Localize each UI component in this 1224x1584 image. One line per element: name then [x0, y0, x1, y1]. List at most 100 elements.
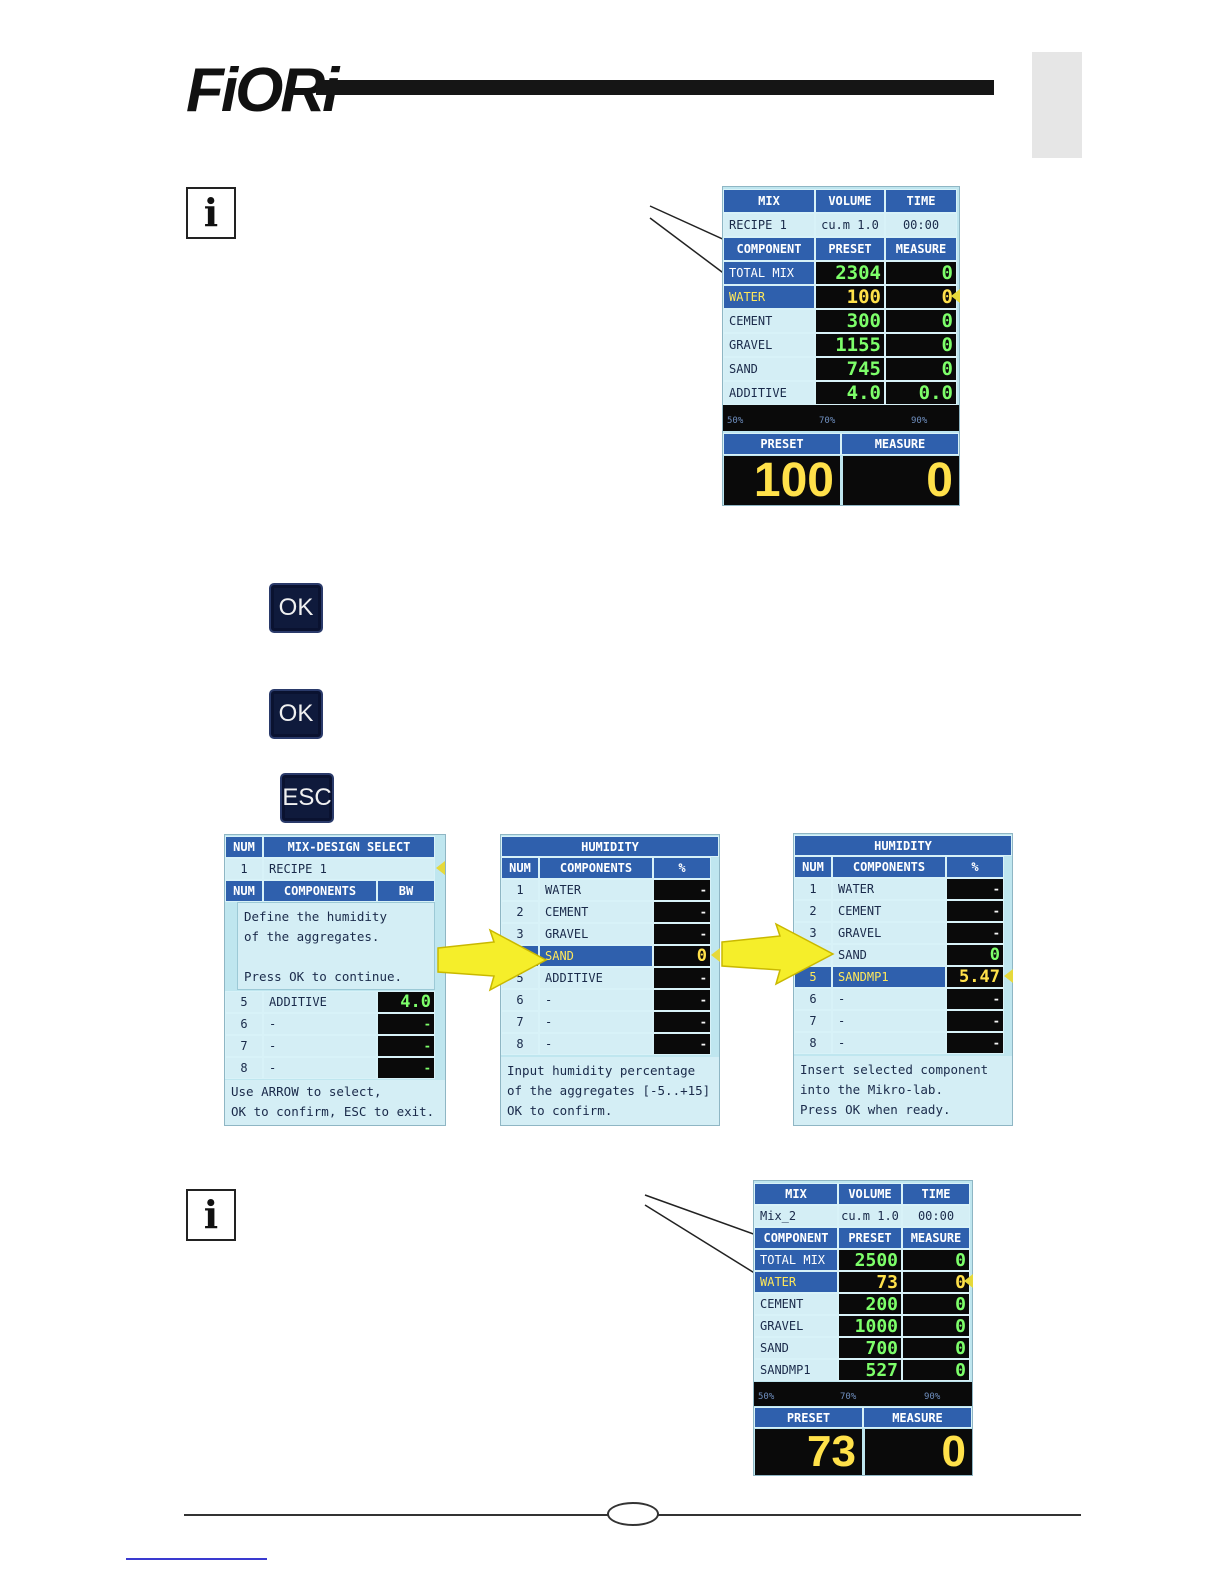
mix-design-header: MIX-DESIGN SELECT: [263, 836, 435, 858]
component-name: GRAVEL: [832, 922, 946, 944]
row-num: 1: [794, 878, 832, 900]
big-measure-value: 0: [865, 1427, 972, 1475]
component-name: -: [539, 989, 653, 1011]
measure-header: MEASURE: [902, 1227, 970, 1249]
table-row: 6 - -: [794, 988, 1012, 1010]
flow-arrow-icon: [437, 928, 548, 992]
component-name: ADDITIVE: [723, 381, 815, 405]
component-name: CEMENT: [754, 1293, 838, 1315]
humidity-value: -: [653, 923, 711, 945]
measure-value: 0: [902, 1249, 970, 1271]
table-row: 3 GRAVEL -: [501, 923, 719, 945]
volume-value: cu.m 1.0: [815, 213, 885, 237]
big-preset-header: PRESET: [723, 433, 841, 455]
ok-key-icon: OK: [269, 583, 323, 633]
mix-design-select-screen: NUM MIX-DESIGN SELECT 1 RECIPE 1 NUM COM…: [224, 834, 446, 1126]
measure-value: 0: [902, 1359, 970, 1381]
component-name: -: [539, 1011, 653, 1033]
row-num: 5: [794, 966, 832, 988]
measure-value: 0: [885, 309, 957, 333]
component-name: SAND: [754, 1337, 838, 1359]
preset-value: 527: [838, 1359, 902, 1381]
measure-value: 0: [885, 285, 957, 309]
table-row: SAND 745 0: [723, 357, 959, 381]
row-num: 8: [794, 1032, 832, 1054]
mix-header: MIX: [723, 189, 815, 213]
measure-header: MEASURE: [885, 237, 957, 261]
row-num: 6: [225, 1013, 263, 1035]
table-row: 1 WATER -: [501, 879, 719, 901]
percent-header: %: [653, 857, 711, 879]
humidity-value: -: [946, 1010, 1004, 1032]
page-number-oval: [607, 1502, 659, 1526]
section-tab: [1032, 52, 1082, 158]
humidity-value: -: [946, 900, 1004, 922]
table-row: 6 - -: [501, 989, 719, 1011]
table-row: 7 - -: [794, 1010, 1012, 1032]
preset-value: 100: [815, 285, 885, 309]
volume-value: cu.m 1.0: [838, 1205, 902, 1227]
measure-value: 0: [902, 1293, 970, 1315]
table-row: 2 CEMENT -: [501, 901, 719, 923]
esc-key-icon: ESC: [280, 773, 334, 823]
table-row: 5 SANDMP1 5.47: [794, 966, 1012, 988]
component-name: -: [832, 1032, 946, 1054]
progress-scale: 50% 70% 90%: [754, 1382, 972, 1406]
component-name: -: [263, 1057, 377, 1079]
volume-header: VOLUME: [815, 189, 885, 213]
humidity-title: HUMIDITY: [501, 836, 719, 857]
fiori-logo: FiORi: [186, 56, 339, 125]
humidity-value: -: [946, 988, 1004, 1010]
preset-value: 2500: [838, 1249, 902, 1271]
scale-label: 70%: [840, 1392, 857, 1402]
row-num: 6: [794, 988, 832, 1010]
mix-header: MIX: [754, 1183, 838, 1205]
components-header: COMPONENTS: [263, 880, 377, 902]
table-row: SAND 700 0: [754, 1337, 972, 1359]
time-header: TIME: [885, 189, 957, 213]
info-icon: i: [186, 1189, 236, 1241]
num-header: NUM: [225, 880, 263, 902]
component-name: SAND: [539, 945, 653, 967]
row-num: 7: [794, 1010, 832, 1032]
humidity-value: -: [946, 878, 1004, 900]
measure-value: 0.0: [885, 381, 957, 405]
scale-label: 90%: [924, 1392, 941, 1402]
row-num: 2: [501, 901, 539, 923]
info-icon: i: [186, 187, 236, 239]
preset-value: 200: [838, 1293, 902, 1315]
scale-label: 70%: [819, 416, 836, 426]
row-num: 7: [225, 1035, 263, 1057]
component-name: CEMENT: [539, 901, 653, 923]
mix-screen-recipe1: MIX VOLUME TIME RECIPE 1 cu.m 1.0 00:00 …: [722, 186, 960, 506]
preset-header: PRESET: [838, 1227, 902, 1249]
volume-header: VOLUME: [838, 1183, 902, 1205]
num-header: NUM: [501, 857, 539, 879]
bw-value: -: [377, 1057, 435, 1079]
big-preset-header: PRESET: [754, 1407, 863, 1428]
table-row: WATER 100 0: [723, 285, 959, 309]
bw-value: -: [377, 1035, 435, 1057]
humidity-value: -: [653, 1033, 711, 1055]
bottom-underline: [126, 1558, 267, 1560]
component-name: GRAVEL: [754, 1315, 838, 1337]
table-row: GRAVEL 1000 0: [754, 1315, 972, 1337]
table-row: 5 ADDITIVE 4.0: [225, 991, 445, 1013]
humidity-screen-sand: HUMIDITY NUM COMPONENTS % 1 WATER - 2 CE…: [500, 834, 720, 1126]
table-row: 8 - -: [794, 1032, 1012, 1054]
big-preset-value: 73: [755, 1427, 862, 1475]
preset-header: PRESET: [815, 237, 885, 261]
recipe-name: RECIPE 1: [723, 213, 815, 237]
component-name: TOTAL MIX: [723, 261, 815, 285]
time-header: TIME: [902, 1183, 970, 1205]
row-num: 1: [501, 879, 539, 901]
humidity-value: 0: [946, 944, 1004, 966]
humidity-value: -: [946, 1032, 1004, 1054]
flow-arrow-icon: [721, 922, 835, 986]
selection-pointer-icon: [964, 1274, 973, 1288]
table-row: 8 - -: [501, 1033, 719, 1055]
measure-value: 0: [885, 333, 957, 357]
measure-value: 0: [902, 1271, 970, 1293]
table-row: 6 - -: [225, 1013, 445, 1035]
component-name: CEMENT: [723, 309, 815, 333]
